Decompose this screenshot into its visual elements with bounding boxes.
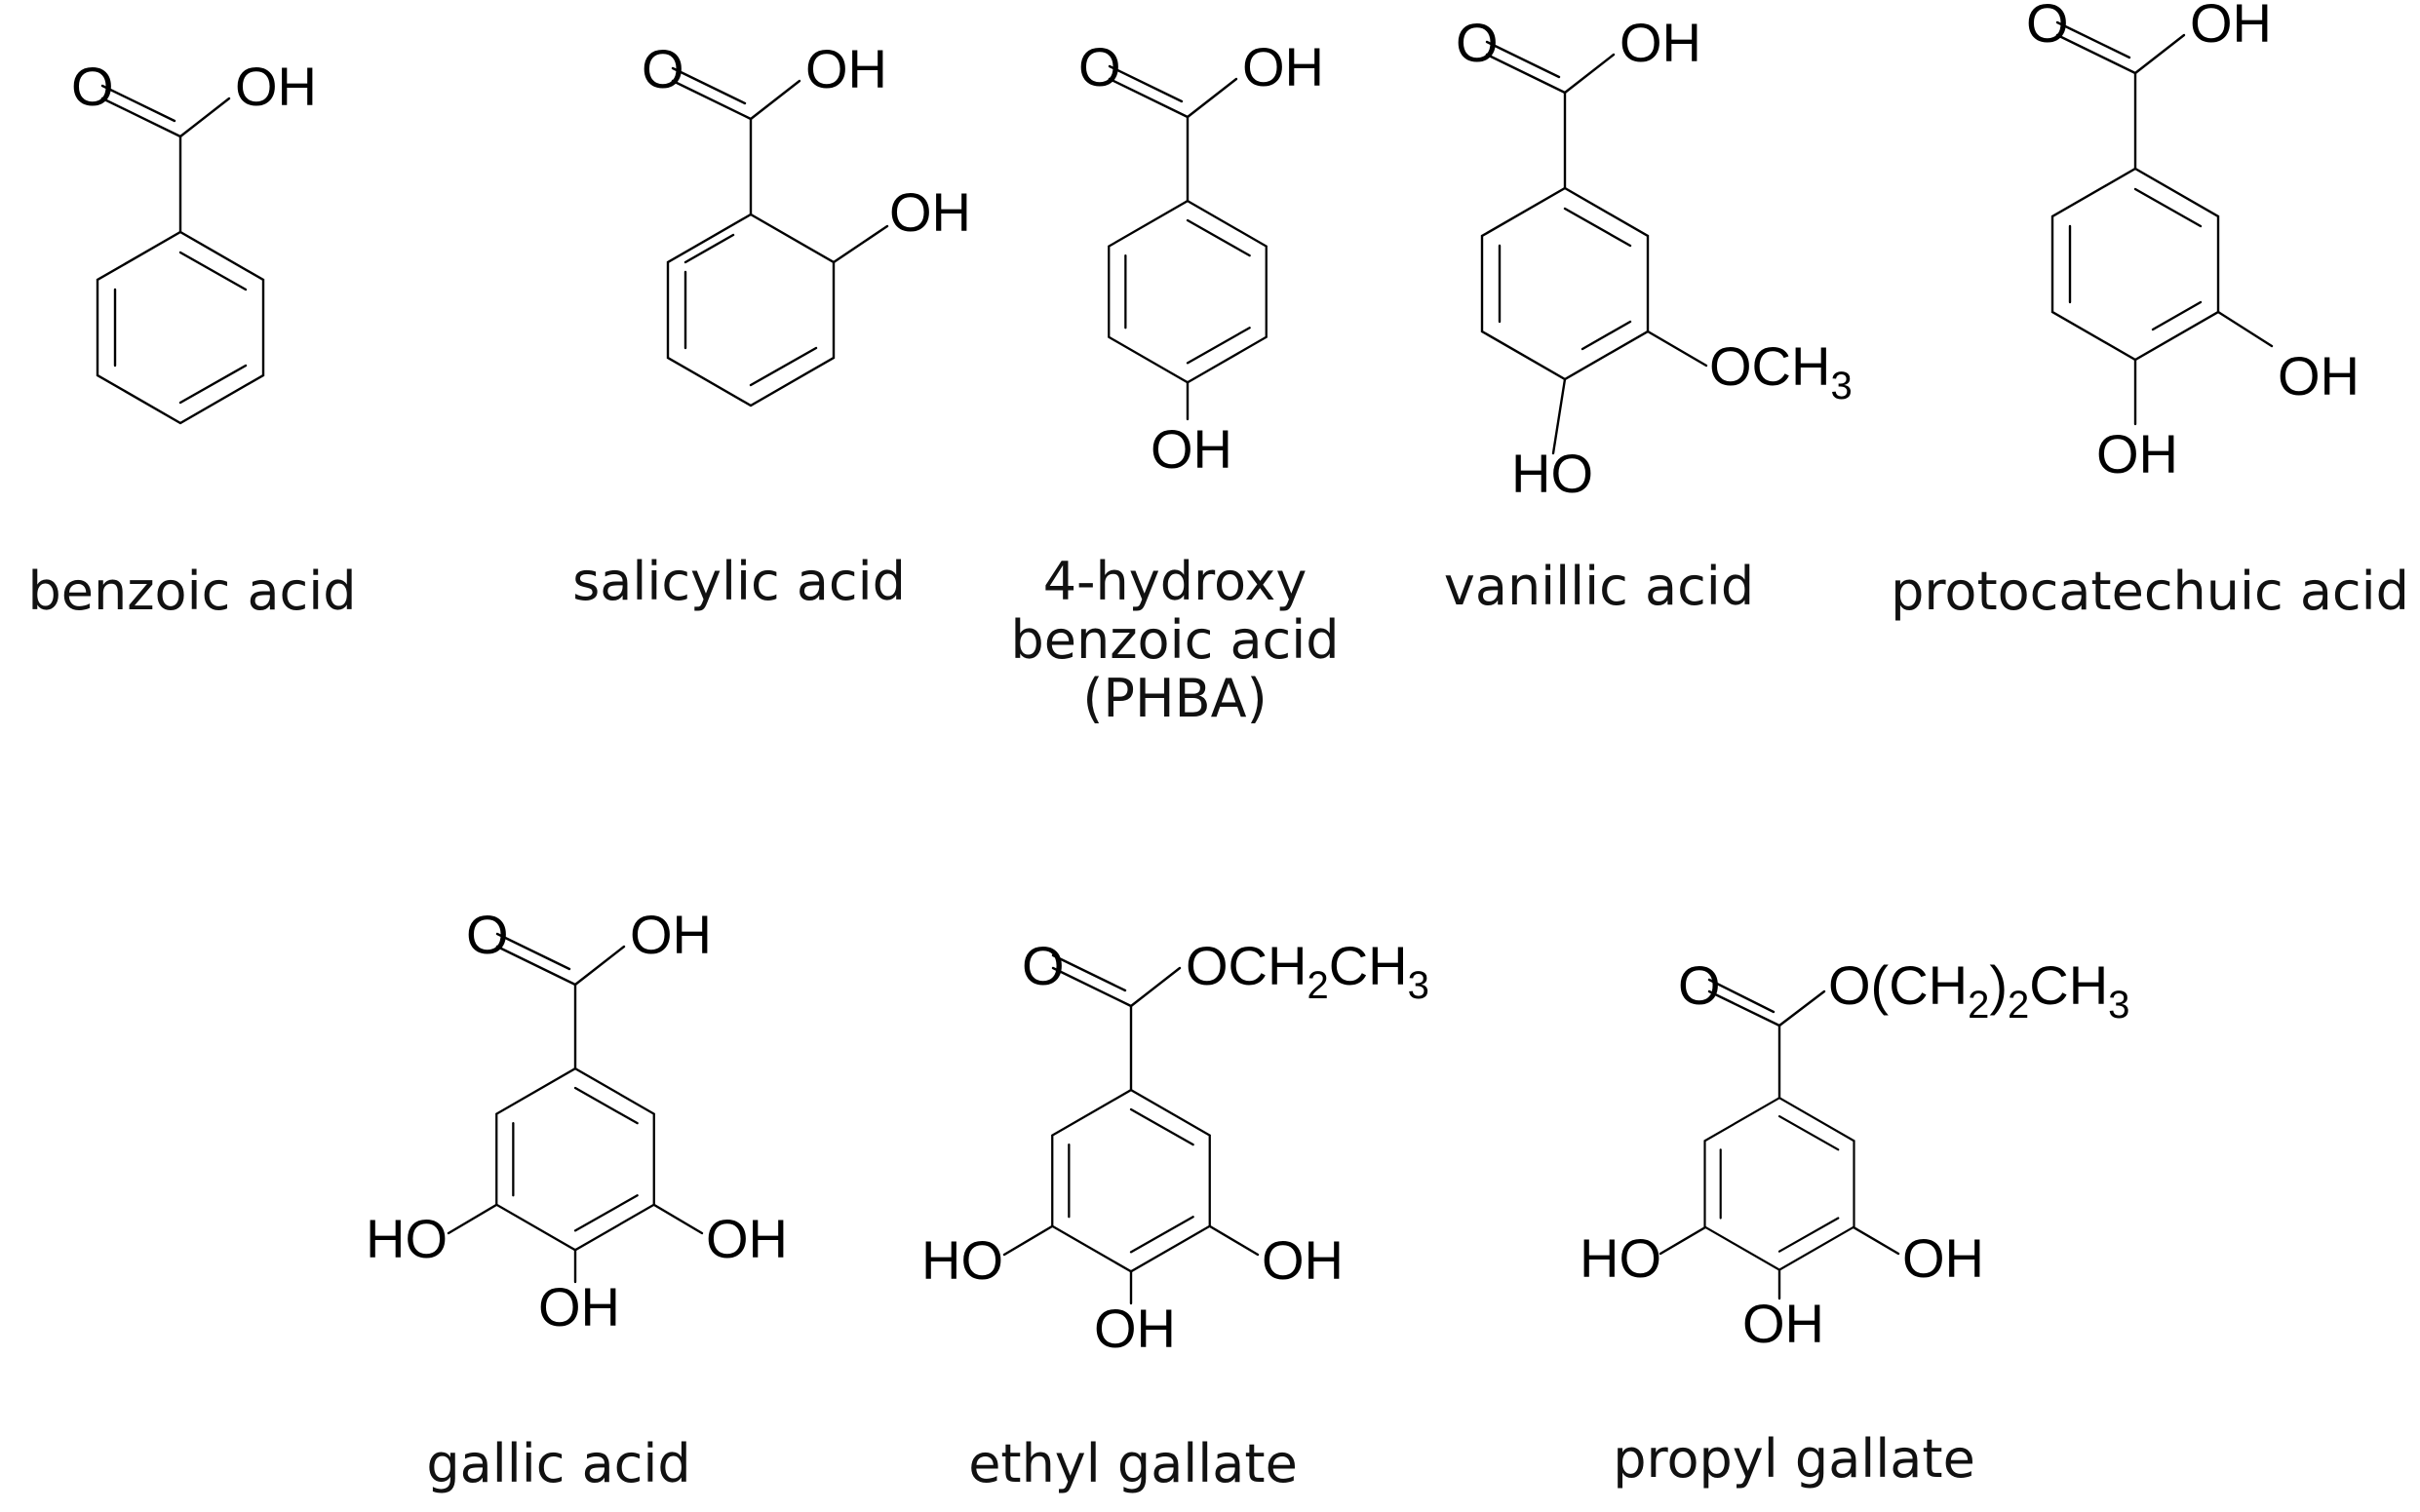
acid-oh-label: OH bbox=[1242, 36, 1324, 97]
caption-salicylic-acid: salicylic acid bbox=[572, 551, 906, 612]
right-oh-label: OH bbox=[1262, 1229, 1344, 1291]
carbonyl-o-label: O bbox=[1678, 954, 1721, 1016]
benzene-ring bbox=[2050, 167, 2220, 362]
structure-salicylic-acid: O OH OH bbox=[642, 38, 971, 407]
meta-oh-label: OH bbox=[2278, 345, 2360, 407]
structure-gallic-acid: O OH HO OH OH bbox=[366, 904, 788, 1338]
structure-benzoic-acid: O OH bbox=[71, 56, 317, 425]
carbonyl-o-label: O bbox=[466, 904, 509, 965]
caption-phba-line2: benzoic acid bbox=[1010, 609, 1339, 671]
methoxy-label: OCH3 bbox=[1709, 335, 1853, 407]
benzene-ring bbox=[96, 230, 265, 425]
right-oh-label: OH bbox=[1902, 1227, 1984, 1289]
acid-oh-label: OH bbox=[805, 38, 887, 99]
carbonyl-o-label: O bbox=[1078, 36, 1121, 97]
benzene-ring bbox=[1703, 1096, 1855, 1271]
carbonyl-o-label: O bbox=[71, 56, 114, 117]
bottom-oh-label: OH bbox=[1742, 1293, 1824, 1354]
left-ho-label: HO bbox=[921, 1229, 1003, 1291]
caption-gallic-acid: gallic acid bbox=[426, 1433, 690, 1494]
acid-oh-label: OH bbox=[1620, 12, 1701, 73]
structure-protocatechuic-acid: O OH OH OH bbox=[2026, 0, 2360, 485]
benzene-ring bbox=[666, 213, 836, 407]
para-oh-label: OH bbox=[1151, 418, 1232, 480]
structure-propyl-gallate: O O(CH2)2CH3 HO OH OH bbox=[1580, 954, 2129, 1354]
caption-benzoic-acid: benzoic acid bbox=[27, 561, 356, 622]
acid-oh-label: OH bbox=[2190, 0, 2272, 54]
para-oh-label: OH bbox=[2096, 423, 2178, 485]
ring-oh-label: OH bbox=[889, 181, 971, 243]
benzene-ring bbox=[1051, 1088, 1211, 1273]
benzene-ring bbox=[1480, 186, 1650, 381]
hydroxy-ho-label: HO bbox=[1511, 443, 1593, 504]
propyl-ester-label: O(CH2)2CH3 bbox=[1828, 954, 2129, 1027]
carbonyl-o-label: O bbox=[1022, 935, 1065, 996]
caption-phba-line1: 4-hydroxy bbox=[1043, 551, 1308, 612]
carbonyl-o-label: O bbox=[2026, 0, 2069, 54]
right-oh-label: OH bbox=[706, 1208, 788, 1269]
caption-protocatechuic-acid: protocatechuic acid bbox=[1891, 561, 2409, 622]
left-ho-label: HO bbox=[366, 1208, 448, 1269]
caption-ethyl-gallate: ethyl gallate bbox=[968, 1433, 1298, 1494]
acid-oh-label: OH bbox=[235, 56, 317, 117]
carbonyl-o-label: O bbox=[1456, 12, 1499, 73]
structure-vanillic-acid: O OH OCH3 HO bbox=[1456, 12, 1853, 504]
bottom-oh-label: OH bbox=[1094, 1298, 1176, 1359]
caption-propyl-gallate: propyl gallate bbox=[1613, 1428, 1975, 1490]
acid-oh-label: OH bbox=[630, 904, 712, 965]
structure-phba: O OH OH bbox=[1078, 36, 1324, 480]
caption-vanillic-acid: vanillic acid bbox=[1444, 556, 1754, 617]
carbonyl-o-label: O bbox=[642, 38, 684, 99]
benzene-ring bbox=[1108, 199, 1268, 384]
structure-ethyl-gallate: O OCH2CH3 HO OH OH bbox=[921, 935, 1429, 1359]
bottom-oh-label: OH bbox=[538, 1276, 620, 1338]
caption-phba-line3: (PHBA) bbox=[1082, 668, 1267, 729]
left-ho-label: HO bbox=[1580, 1227, 1661, 1289]
benzene-ring bbox=[495, 1066, 655, 1252]
ethyl-ester-label: OCH2CH3 bbox=[1186, 935, 1429, 1007]
